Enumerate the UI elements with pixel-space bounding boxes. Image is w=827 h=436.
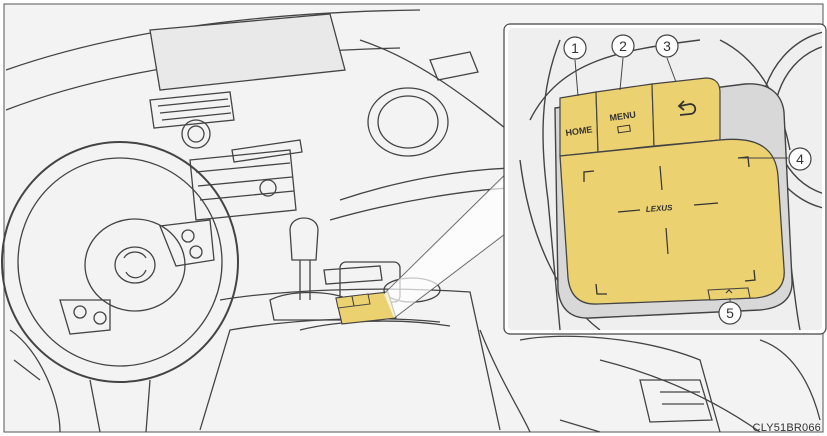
callout-1: 1 xyxy=(564,37,586,59)
back-button xyxy=(652,78,720,146)
home-button xyxy=(560,92,598,156)
callout-number: 1 xyxy=(571,40,579,56)
callout-number: 3 xyxy=(663,38,671,54)
callout-number: 5 xyxy=(726,305,734,321)
brand-label: LEXUS xyxy=(646,203,674,214)
callout-4: 4 xyxy=(789,148,811,170)
callout-5: 5 xyxy=(719,302,741,324)
callout-number: 2 xyxy=(619,38,627,54)
callout-3: 3 xyxy=(656,35,678,57)
callout-2: 2 xyxy=(612,35,634,57)
touchpad-inset: HOME MENU LEXUS 1 2 3 4 5 xyxy=(504,24,827,334)
callout-number: 4 xyxy=(796,151,804,167)
figure-code: CLY51BR066 xyxy=(753,422,821,434)
touchpad-surface xyxy=(560,139,784,304)
